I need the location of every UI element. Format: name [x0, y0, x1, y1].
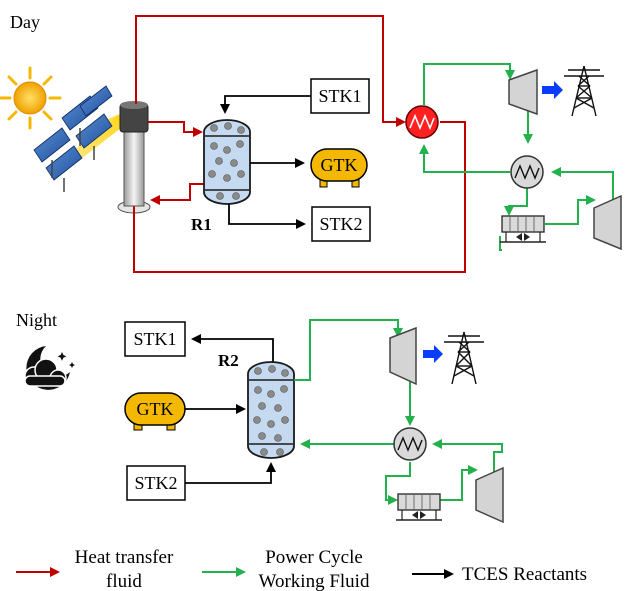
night-power-cycle [294, 319, 503, 505]
night-wf-recuperator-to-cooler-line [385, 462, 411, 505]
heliostat-field-icon [33, 85, 126, 192]
night-wf-cooler-to-compressor-line [440, 465, 478, 501]
stk1-day-label: STK1 [318, 86, 361, 106]
gtk-night-label: GTK [137, 399, 174, 419]
moon-cloud-icon [24, 346, 75, 390]
night-recuperator-icon [393, 427, 427, 461]
day-htf-loop [133, 15, 466, 273]
day-transmission-tower-icon [564, 65, 604, 117]
night-turbine-icon [389, 326, 417, 386]
legend-htf-line1: Heat transfer [75, 547, 174, 568]
day-turbine-icon [508, 68, 538, 116]
stk2-to-r2-line [185, 462, 276, 484]
night-wf-compressor-to-recuperator-line [432, 439, 503, 496]
night-wf-r2-to-turbine-line [294, 319, 403, 381]
stk1-to-r1-line [220, 95, 311, 114]
htf-to-exchanger-line [135, 15, 406, 127]
gtk-night-tank: GTK [124, 392, 186, 431]
solar-tower-icon [117, 101, 151, 214]
stk1-night-label: STK1 [133, 329, 176, 349]
day-power-output-arrow-icon [542, 81, 563, 99]
htf-to-r1-line [148, 121, 203, 137]
day-wf-cooler-in [499, 236, 502, 251]
stk1-day-tank: STK1 [310, 78, 370, 114]
night-power-output-arrow-icon [423, 345, 443, 363]
reactor-r1 [203, 119, 251, 205]
r2-to-stk1-line [191, 334, 274, 362]
night-transmission-tower-icon [444, 331, 484, 385]
r1-label: R1 [191, 215, 212, 234]
legend-wf-line2: Working Fluid [259, 571, 370, 591]
night-compressor-icon [475, 466, 504, 524]
sun-icon [0, 66, 62, 130]
night-label: Night [16, 310, 57, 330]
day-label: Day [10, 12, 40, 32]
r1-to-stk2-line [228, 204, 306, 229]
reactor-r2 [247, 361, 295, 459]
stk2-night-tank: STK2 [126, 465, 186, 501]
legend-htf-line2: fluid [106, 571, 142, 591]
stk2-day-label: STK2 [319, 214, 362, 234]
stk2-day-tank: STK2 [311, 206, 371, 242]
day-wf-cooler-to-compressor-line [545, 195, 596, 225]
gtk-day-label: GTK [321, 155, 358, 175]
day-wf-to-turbine-line [423, 63, 515, 106]
day-wf-recuperator-to-exchanger-line [419, 144, 510, 173]
day-compressor-icon [593, 194, 622, 251]
stk2-night-label: STK2 [134, 473, 177, 493]
legend: Heat transfer fluid Power Cycle Working … [16, 547, 587, 591]
day-wf-recuperator-to-cooler-line [504, 188, 528, 216]
htf-return-exchanger-line [133, 121, 466, 273]
legend-tces-text: TCES Reactants [462, 564, 587, 585]
htf-return-r1-line [150, 183, 205, 205]
legend-wf-line1: Power Cycle [265, 547, 363, 568]
gtk-day-tank: GTK [310, 148, 368, 188]
stk1-night-tank: STK1 [124, 321, 186, 357]
day-recuperator-icon [510, 155, 544, 189]
day-htf-heat-exchanger [405, 105, 439, 139]
day-cooler-icon [500, 215, 546, 243]
r2-label: R2 [218, 351, 239, 370]
night-cooler-icon [396, 493, 442, 521]
